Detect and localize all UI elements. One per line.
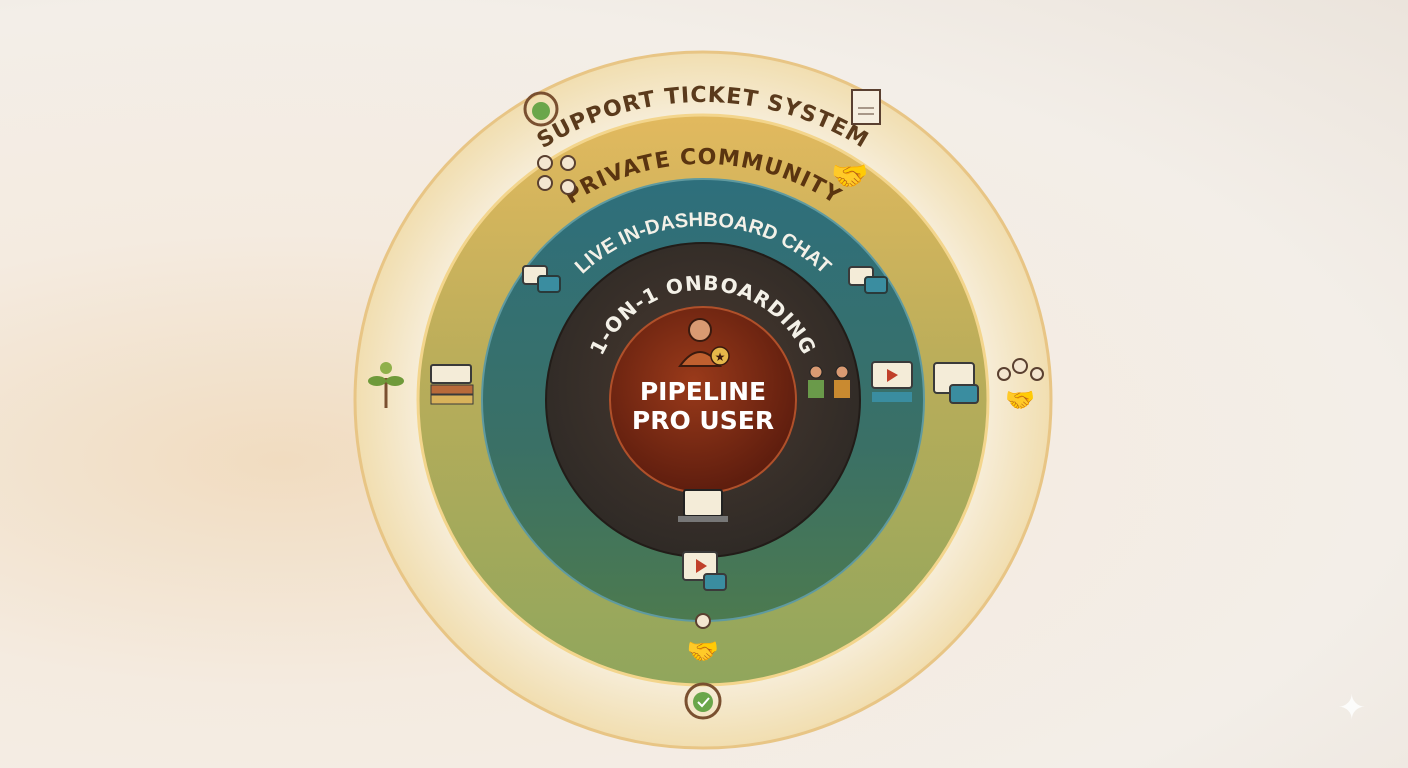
plant-icon	[368, 362, 404, 408]
user-star-icon: ★	[678, 318, 730, 367]
documents-icon	[851, 89, 881, 125]
svg-text:🤝: 🤝	[1005, 386, 1035, 414]
handshake-person-icon: 🤝	[687, 613, 719, 667]
center-title-line1: PIPELINE	[640, 377, 766, 406]
center-title-line2: PRO USER	[632, 406, 774, 435]
video-calendar-icon	[871, 361, 913, 402]
headset-icon	[523, 91, 559, 127]
sparkle-icon: ✦	[1337, 688, 1367, 728]
headset-check-icon	[684, 682, 722, 720]
handshake-icon: 🤝	[831, 159, 868, 194]
svg-text:🤝: 🤝	[831, 159, 868, 194]
chat-bubbles-icon	[848, 266, 888, 294]
chat-bubbles-icon	[522, 265, 561, 293]
svg-text:★: ★	[715, 350, 726, 364]
team-handshake-icon	[808, 365, 850, 398]
laptop-icon	[678, 489, 728, 522]
svg-text:🤝: 🤝	[687, 637, 719, 667]
network-icon	[537, 155, 576, 195]
people-handshake-icon: 🤝	[997, 358, 1044, 414]
books-video-icon	[430, 364, 474, 405]
video-chat-icon	[682, 551, 727, 591]
web-chat-icon	[933, 362, 979, 404]
